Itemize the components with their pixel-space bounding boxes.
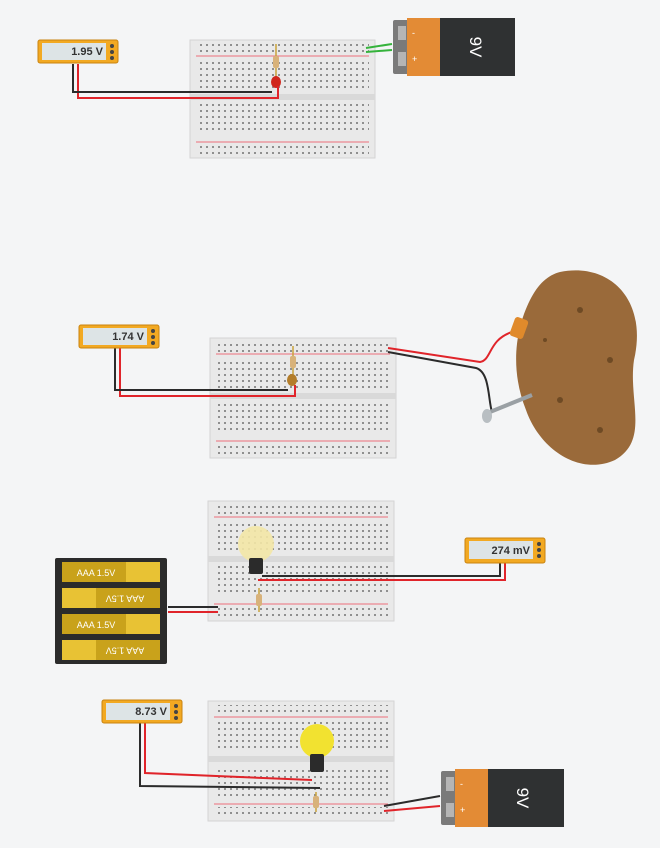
aaa-cell-2-label: AAA 1.5V <box>106 594 145 604</box>
light-bulb-2[interactable] <box>300 724 334 772</box>
battery-label-2: 9V <box>513 788 532 809</box>
wire-black-battery-4[interactable] <box>383 795 441 807</box>
light-bulb-1[interactable] <box>238 526 274 574</box>
meter-reading-2: 1.74 V <box>112 331 144 343</box>
wire-black-meter-4[interactable] <box>139 723 321 789</box>
resistor-1[interactable] <box>273 44 279 78</box>
multimeter-2[interactable]: 1.74 V <box>78 324 160 349</box>
circuit-4: 8.73 V - + 9V <box>101 699 564 827</box>
aaa-battery-pack[interactable]: AAA 1.5V AAA 1.5V AAA 1.5V AAA 1.5V <box>55 558 167 664</box>
battery-label-1: 9V <box>466 37 485 58</box>
multimeter-1[interactable]: 1.95 V <box>37 39 119 64</box>
wire-black-meter-2[interactable] <box>114 348 288 391</box>
resistor-3[interactable] <box>256 588 262 612</box>
circuit-3: 274 mV AAA 1.5V AAA 1.5V AAA 1.5V <box>55 500 546 664</box>
aaa-cell-2: AAA 1.5V <box>62 588 160 608</box>
meter-reading-3: 274 mV <box>491 545 530 557</box>
meter-reading-4: 8.73 V <box>135 706 167 718</box>
copper-electrode[interactable] <box>509 316 529 340</box>
battery-minus-2: - <box>460 779 463 789</box>
battery-plus-1: + <box>412 54 417 64</box>
circuit-1: 1.95 V - + 9V <box>37 18 515 159</box>
breadboard-4[interactable] <box>207 700 395 822</box>
wire-red-battery-4[interactable] <box>383 805 441 812</box>
resistor-4[interactable] <box>313 792 319 812</box>
breadboard-1[interactable] <box>189 39 376 159</box>
aaa-cell-4: AAA 1.5V <box>62 640 160 660</box>
wire-red-meter-3[interactable] <box>258 563 506 581</box>
aaa-cell-1-label: AAA 1.5V <box>77 568 116 578</box>
battery-9v-2[interactable]: - + 9V <box>441 769 564 827</box>
aaa-cell-3-label: AAA 1.5V <box>77 620 116 630</box>
wire-red-meter-4[interactable] <box>144 723 313 781</box>
aaa-cell-1: AAA 1.5V <box>62 562 160 582</box>
circuit-2: 1.74 V <box>78 270 637 465</box>
wire-black-meter-3[interactable] <box>262 563 501 577</box>
battery-plus-2: + <box>460 805 465 815</box>
zinc-nail-electrode[interactable] <box>482 393 533 423</box>
meter-reading-1: 1.95 V <box>71 46 103 58</box>
led-1[interactable] <box>271 76 281 88</box>
breadboard-3[interactable] <box>207 500 395 622</box>
multimeter-3[interactable]: 274 mV <box>464 537 546 564</box>
wire-red-potato[interactable] <box>387 331 513 364</box>
wire-green-battery-1[interactable] <box>365 43 393 49</box>
battery-9v-1[interactable]: - + 9V <box>393 18 515 76</box>
wire-green-battery-1b[interactable] <box>365 49 393 53</box>
breadboard-2[interactable] <box>209 337 397 459</box>
wire-red-meter-1[interactable] <box>77 64 279 99</box>
wire-red-meter-2[interactable] <box>119 348 296 397</box>
potato[interactable] <box>516 270 637 465</box>
battery-minus-1: - <box>412 28 415 38</box>
led-2[interactable] <box>287 374 297 386</box>
resistor-2[interactable] <box>290 346 296 376</box>
wire-black-meter-1[interactable] <box>72 64 272 93</box>
aaa-cell-4-label: AAA 1.5V <box>106 646 145 656</box>
multimeter-4[interactable]: 8.73 V <box>101 699 183 724</box>
wire-black-potato[interactable] <box>387 351 493 413</box>
aaa-cell-3: AAA 1.5V <box>62 614 160 634</box>
